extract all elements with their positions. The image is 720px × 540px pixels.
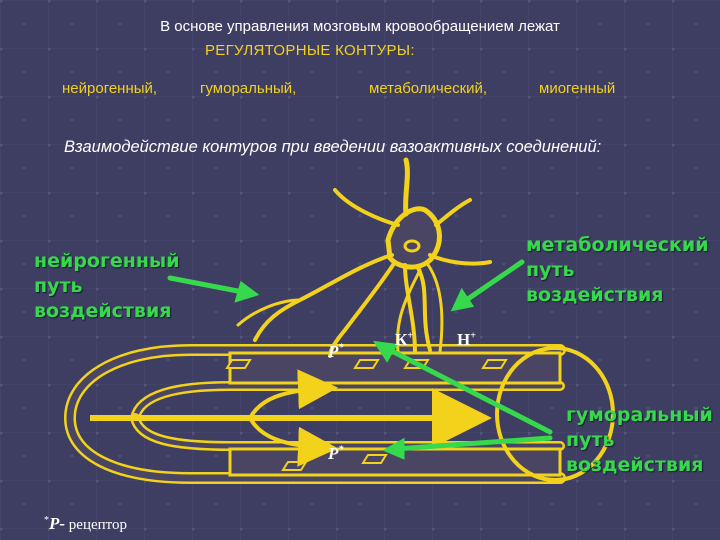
- receptor-shape: [363, 455, 386, 463]
- receptor-shape: [283, 462, 306, 470]
- receptor-shape: [355, 360, 378, 368]
- header-line: В основе управления мозговым кровообраще…: [0, 18, 720, 35]
- receptor-shape: [227, 360, 250, 368]
- regulatory-contours-heading: РЕГУЛЯТОРНЫЕ КОНТУРЫ:: [205, 42, 415, 59]
- contour-metabolic: метаболический,: [369, 80, 487, 97]
- footnote-symbol: Р-: [49, 514, 65, 533]
- contour-myogenic: миогенный: [539, 80, 615, 97]
- receptor-label-top: Р*: [328, 342, 343, 362]
- contour-humoral: гуморальный,: [200, 80, 296, 97]
- receptor-label-bottom: Р*: [328, 444, 343, 464]
- interaction-caption: Взаимодействие контуров при введении ваз…: [64, 137, 624, 158]
- neurogenic-path-label: нейрогенный путь воздействия: [34, 249, 194, 324]
- metabolic-path-label: метаболический путь воздействия: [526, 233, 716, 308]
- contour-neurogenic: нейрогенный,: [62, 80, 157, 97]
- neuron: [238, 160, 490, 356]
- hydrogen-ion-label: Н+: [457, 330, 476, 350]
- metabolic-arrow: [462, 262, 522, 303]
- receptor-footnote: *Р- рецептор: [44, 514, 127, 534]
- humoral-path-label: гуморальный путь воздействия: [566, 403, 716, 478]
- upper-wall-band: [230, 353, 560, 383]
- receptor-shape: [483, 360, 506, 368]
- potassium-ion-label: К+: [395, 330, 413, 350]
- neuron-body: [388, 209, 439, 267]
- footnote-text: рецептор: [69, 517, 127, 533]
